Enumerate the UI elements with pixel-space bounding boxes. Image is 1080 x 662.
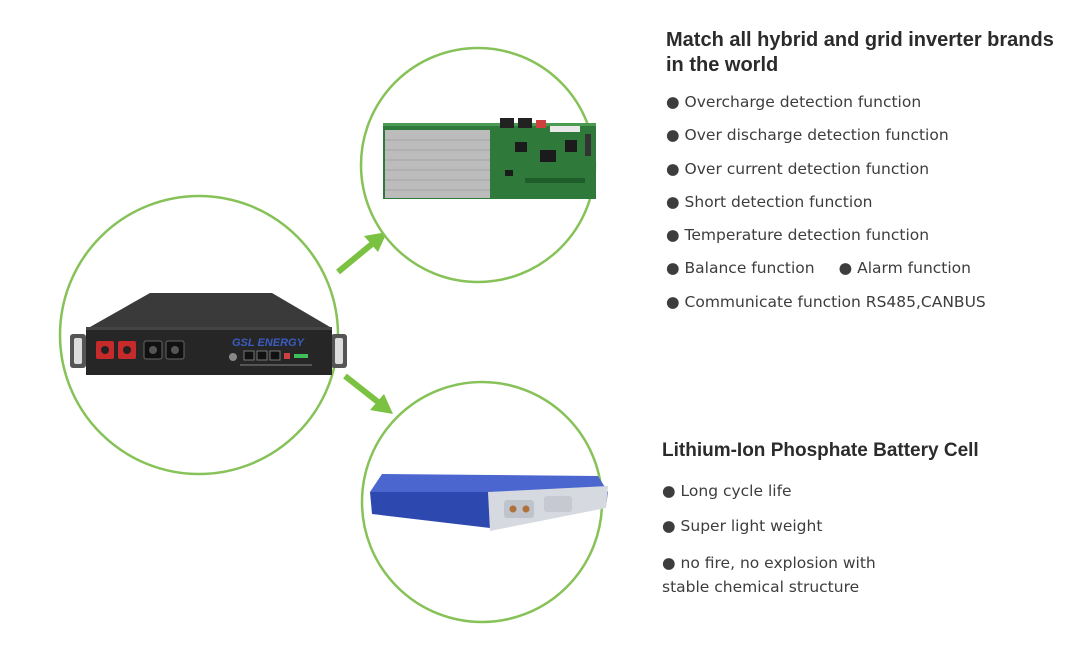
brand-logo: GSL ENERGY (232, 337, 306, 349)
cell-feature-title: Lithium-Ion Phosphate Battery Cell (662, 440, 979, 461)
arrow-up-right (336, 232, 387, 275)
cell-feature-list: ●Long cycle life ●Super light weight ●no… (662, 481, 1042, 599)
battery-module-image (70, 293, 347, 375)
list-item: ●Over current detection function (666, 159, 930, 178)
list-item: ●Short detection function (666, 192, 873, 211)
list-item: ●Long cycle life (662, 482, 792, 500)
arrow-down-right (343, 373, 393, 414)
cell-feature-block: Lithium-Ion Phosphate Battery Cell ●Long… (662, 438, 1042, 614)
list-item: ●Temperature detection function (666, 226, 930, 245)
list-item: ●no fire, no explosion with stable chemi… (662, 554, 876, 596)
list-item: ●Super light weight (662, 517, 823, 535)
bms-feature-block: Match all hybrid and grid inverter brand… (666, 28, 1066, 325)
bms-feature-list: ●Overcharge detection function ●Over dis… (666, 92, 1066, 312)
list-item: ●Balance function●Alarm function (666, 259, 971, 278)
battery-cell-image (370, 474, 608, 531)
alarm-function-text: Alarm function (857, 259, 971, 278)
bms-board-image (383, 118, 596, 199)
bms-feature-title: Match all hybrid and grid inverter brand… (666, 29, 1054, 76)
list-item: ●Overcharge detection function (666, 93, 922, 111)
list-item: ●Communicate function RS485,CANBUS (666, 292, 986, 311)
list-item: ●Over discharge detection function (666, 126, 949, 145)
